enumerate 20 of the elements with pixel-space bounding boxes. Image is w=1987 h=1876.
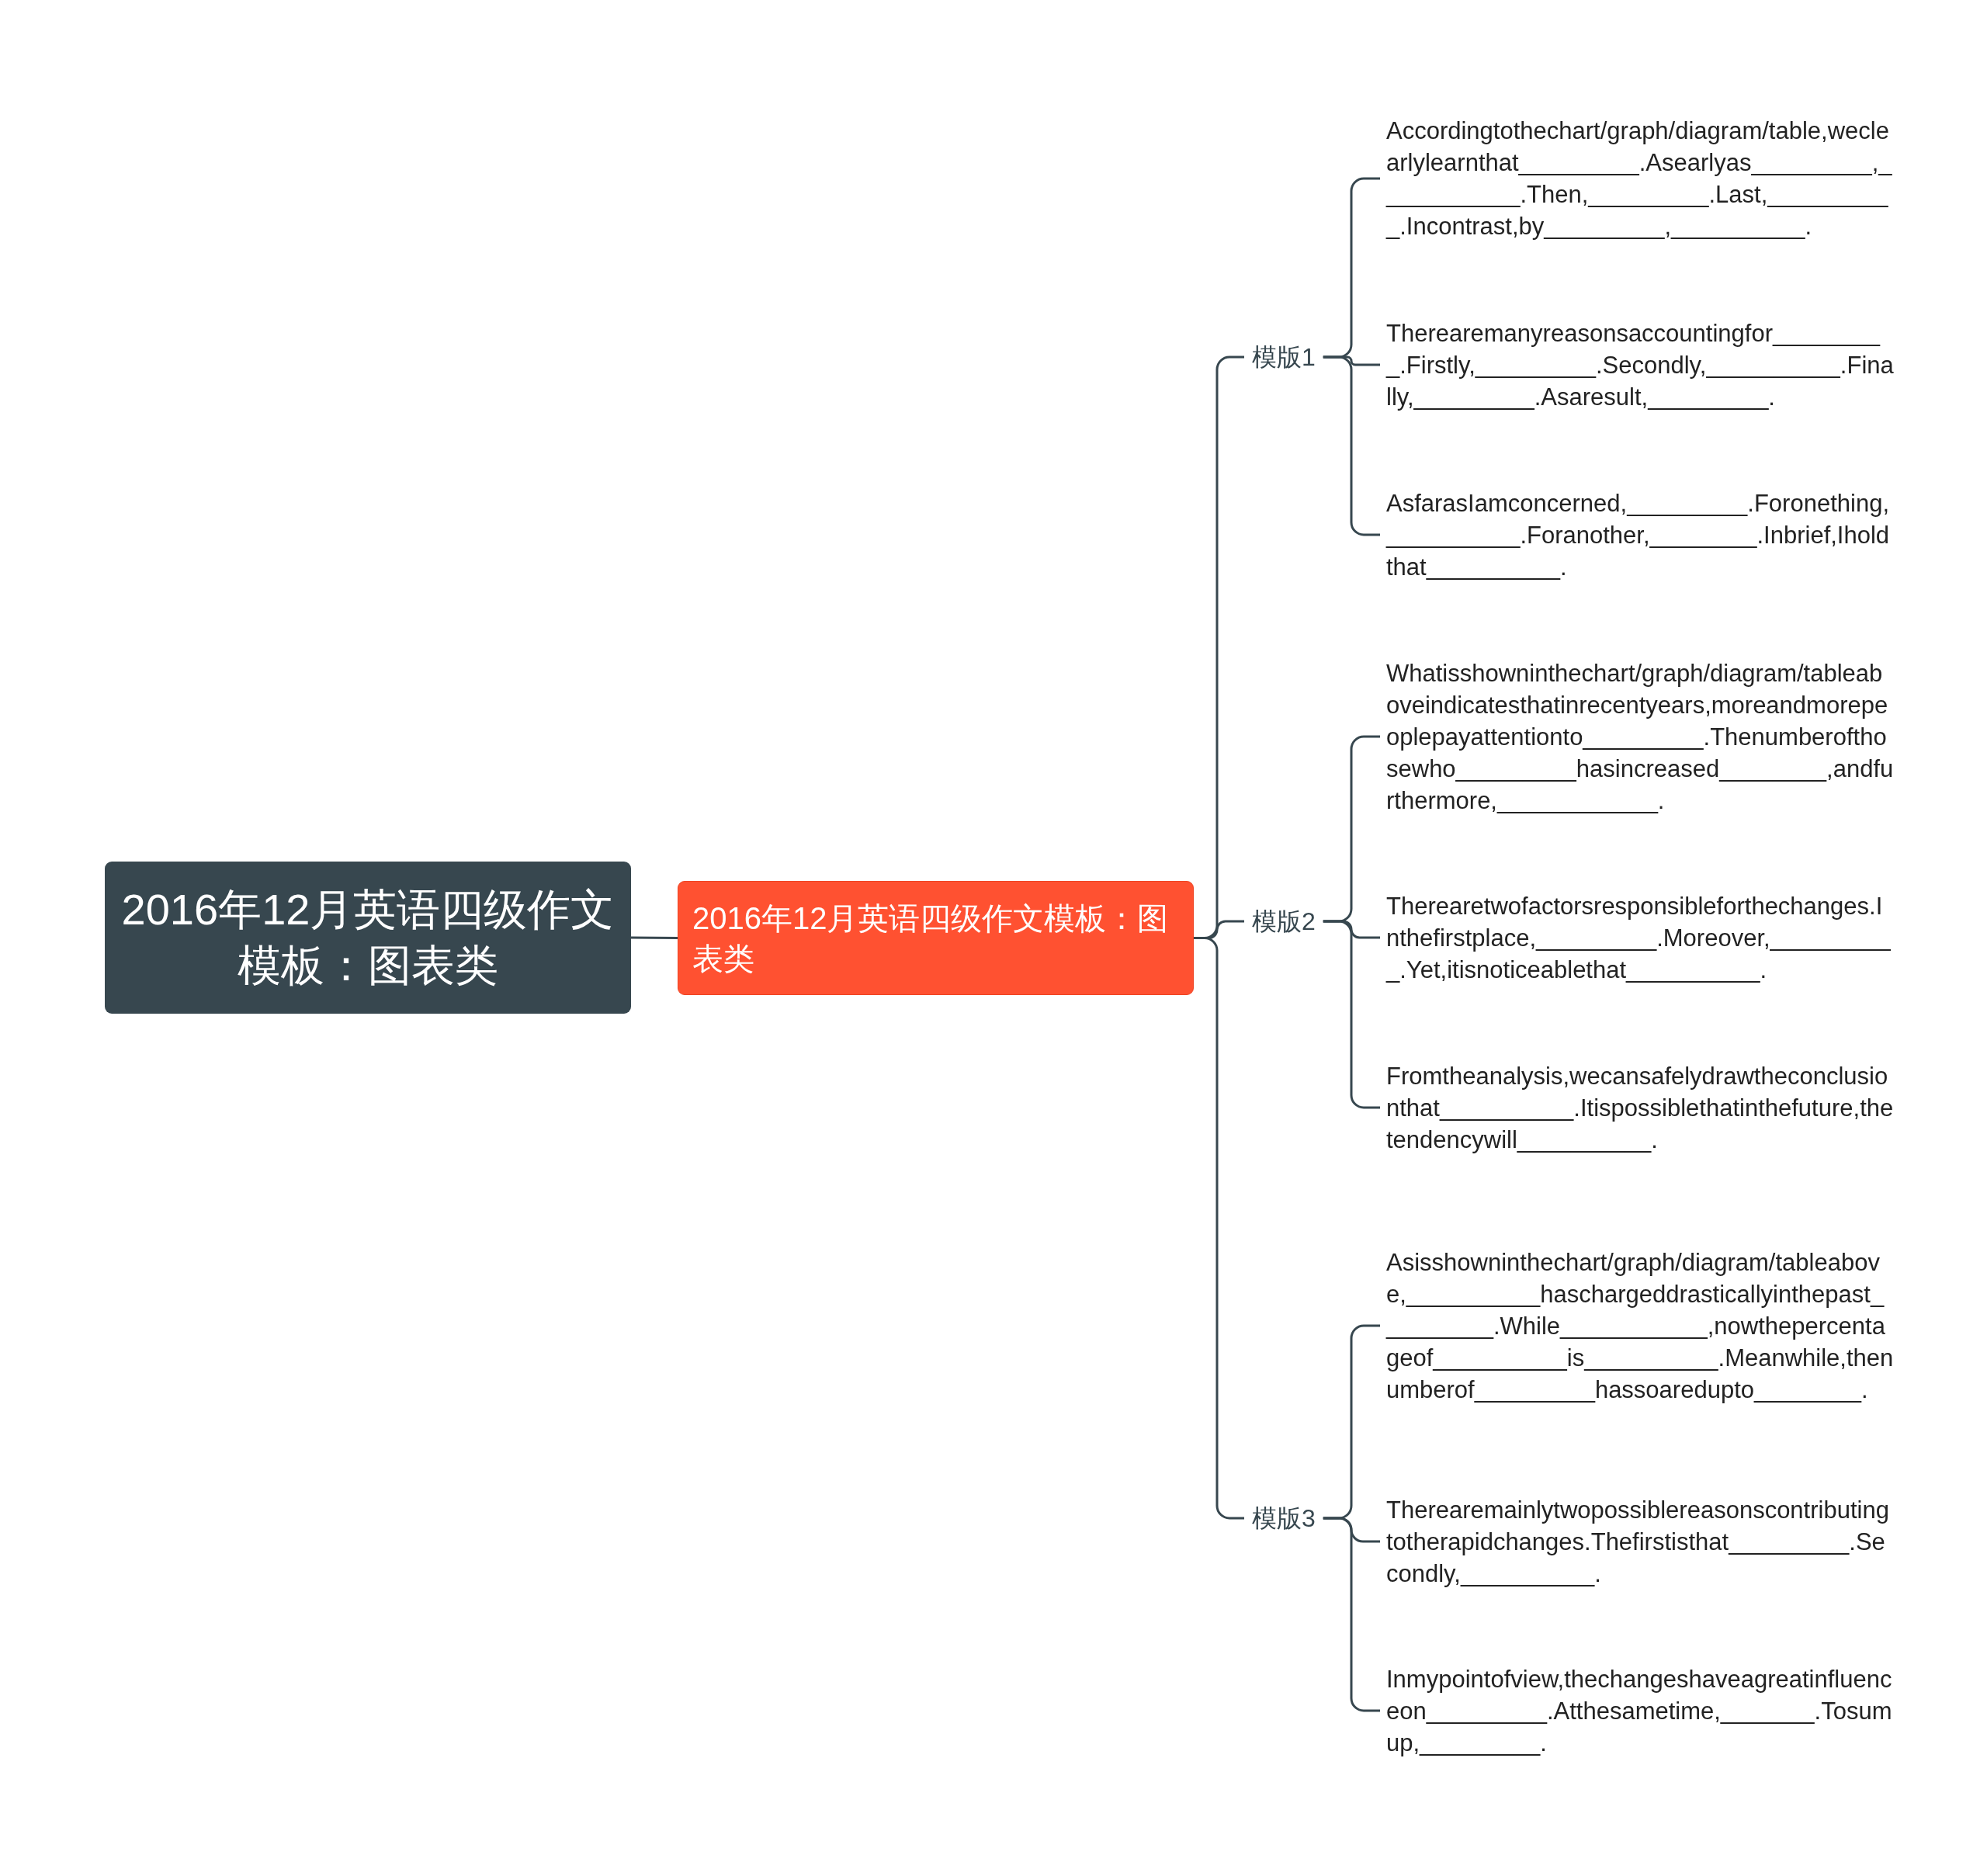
connector-line: [631, 936, 678, 939]
connector-line: [1323, 355, 1380, 536]
branch-label: 模版3: [1244, 1503, 1323, 1534]
branch-label: 模版2: [1244, 906, 1323, 937]
template-text: Therearemanyreasonsaccountingfor_________.Firstly,_________.Secondly,__________.Finally,_________.Asaresult,_________.: [1380, 317, 1894, 413]
central-topic-title: 2016年12月英语四级作文模板：图表类: [120, 884, 616, 991]
template-text: Fromtheanalysis,wecansafelydrawtheconclusionthat__________.Itispossiblethatinthefuture,thetendencywill__________.: [1380, 1059, 1894, 1156]
template-text: Asisshowninthechart/graph/diagram/tableabove,__________haschargeddrasticallyinthepast_________.While___________,nowthepercentageof__________is__________.Meanwhile,thenumberof_________hassoaredupto________.: [1380, 1246, 1894, 1406]
template-text: Whatisshowninthechart/graph/diagram/tableaboveindicatesthatinrecentyears,moreandmorepeoplepayattentionto_________.Thenumberofthosewho_________hasincreased________,andfurthermore,____________.: [1380, 657, 1894, 817]
template-text: Therearetwofactorsresponsibleforthechanges.Inthefirstplace,_________.Moreover,__________.Yet,itisnoticeablethat__________.: [1380, 889, 1894, 986]
connector-line: [1323, 1517, 1380, 1712]
subtopic-title: 2016年12月英语四级作文模板：图表类: [692, 900, 1170, 977]
connector-line: [1323, 920, 1380, 1109]
template-text: Inmypointofview,thechangeshaveagreatinfluenceon_________.Atthesametime,_______.Tosumup,_________.: [1380, 1663, 1894, 1759]
central-topic-box: [105, 862, 631, 1014]
template-text: AsfarasIamconcerned,_________.Foronething,__________.Foranother,________.Inbrief,Iholdthat__________.: [1380, 487, 1894, 583]
template-text: Accordingtothechart/graph/diagram/table,weclearlylearnthat_________.Asearlyas_________,___________.Then,_________.Last,__________.Incontrast,by_________,__________.: [1380, 115, 1894, 242]
branch-label: 模版1: [1244, 342, 1323, 373]
template-text: Therearemainlytwopossiblereasonscontributingtotherapidchanges.Thefirstisthat_________.Secondly,__________.: [1380, 1493, 1894, 1590]
subtopic-box: [678, 881, 1194, 995]
